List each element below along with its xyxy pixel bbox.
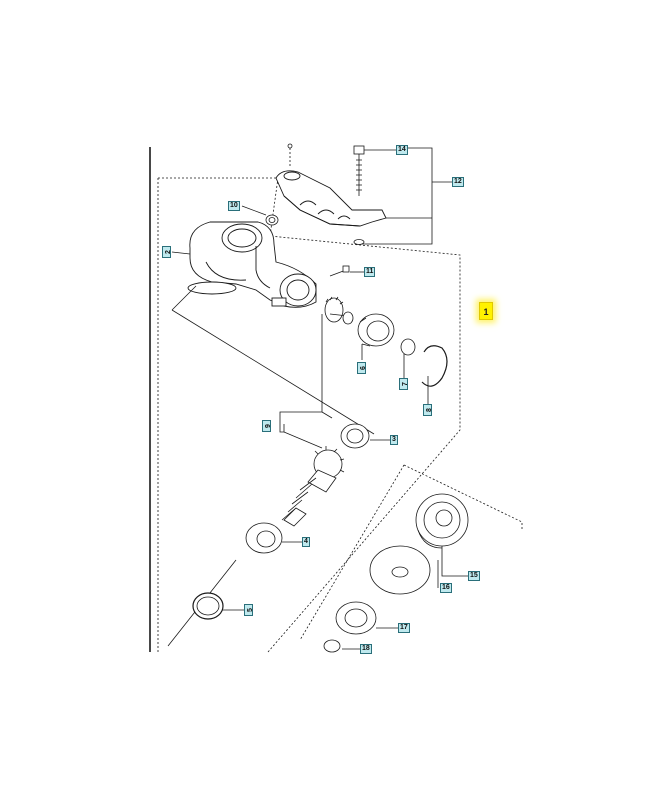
callout-10[interactable]: 10 — [228, 201, 240, 211]
callout-15[interactable]: 15 — [468, 571, 480, 581]
callout-6[interactable]: 6 — [357, 362, 367, 374]
leader-10 — [241, 205, 267, 216]
callout-5[interactable]: 5 — [244, 604, 254, 616]
callout-11[interactable]: 11 — [364, 267, 376, 277]
assembly-boundary — [158, 177, 461, 653]
callout-8[interactable]: 8 — [423, 404, 433, 416]
screw-11 — [329, 265, 350, 277]
subassembly-diag — [299, 464, 405, 641]
callout-12[interactable]: 12 — [452, 177, 464, 187]
bracket-12 — [360, 147, 433, 245]
bracket-9 — [279, 314, 323, 433]
bevel-gear — [281, 446, 345, 527]
ring-7 — [400, 338, 416, 356]
leader-15 — [441, 546, 468, 577]
leader-9a — [321, 411, 333, 419]
subassembly-boundary — [403, 464, 523, 530]
leader-diag-long — [171, 309, 375, 435]
callout-7[interactable]: 7 — [399, 378, 409, 390]
bearing-6 — [357, 313, 395, 347]
blade-holder — [415, 493, 469, 549]
shield-part — [275, 170, 387, 227]
pinion-gear — [324, 296, 354, 325]
gear-housing — [187, 221, 317, 308]
callout-18[interactable]: 18 — [360, 644, 372, 654]
callout-17[interactable]: 17 — [398, 623, 410, 633]
support-cup-17 — [335, 601, 377, 635]
fitting-10 — [265, 214, 279, 226]
callout-16[interactable]: 16 — [440, 583, 452, 593]
callout-3[interactable]: 3 — [390, 435, 398, 445]
callout-14[interactable]: 14 — [396, 145, 408, 155]
callout-4[interactable]: 4 — [302, 537, 310, 547]
leader-2 — [171, 251, 191, 255]
callout-2[interactable]: 2 — [162, 246, 172, 258]
leader-9b — [283, 431, 323, 449]
callout-9[interactable]: 9 — [262, 420, 272, 432]
washer-disc — [369, 545, 431, 595]
callout-1-highlight[interactable]: 1 — [479, 302, 493, 320]
bearing-4 — [245, 522, 283, 554]
bearing-3 — [340, 423, 370, 449]
screw-14 — [353, 145, 365, 196]
nut-18 — [323, 639, 341, 653]
leader-housing-diag — [171, 285, 197, 311]
circlip-8 — [421, 345, 448, 387]
